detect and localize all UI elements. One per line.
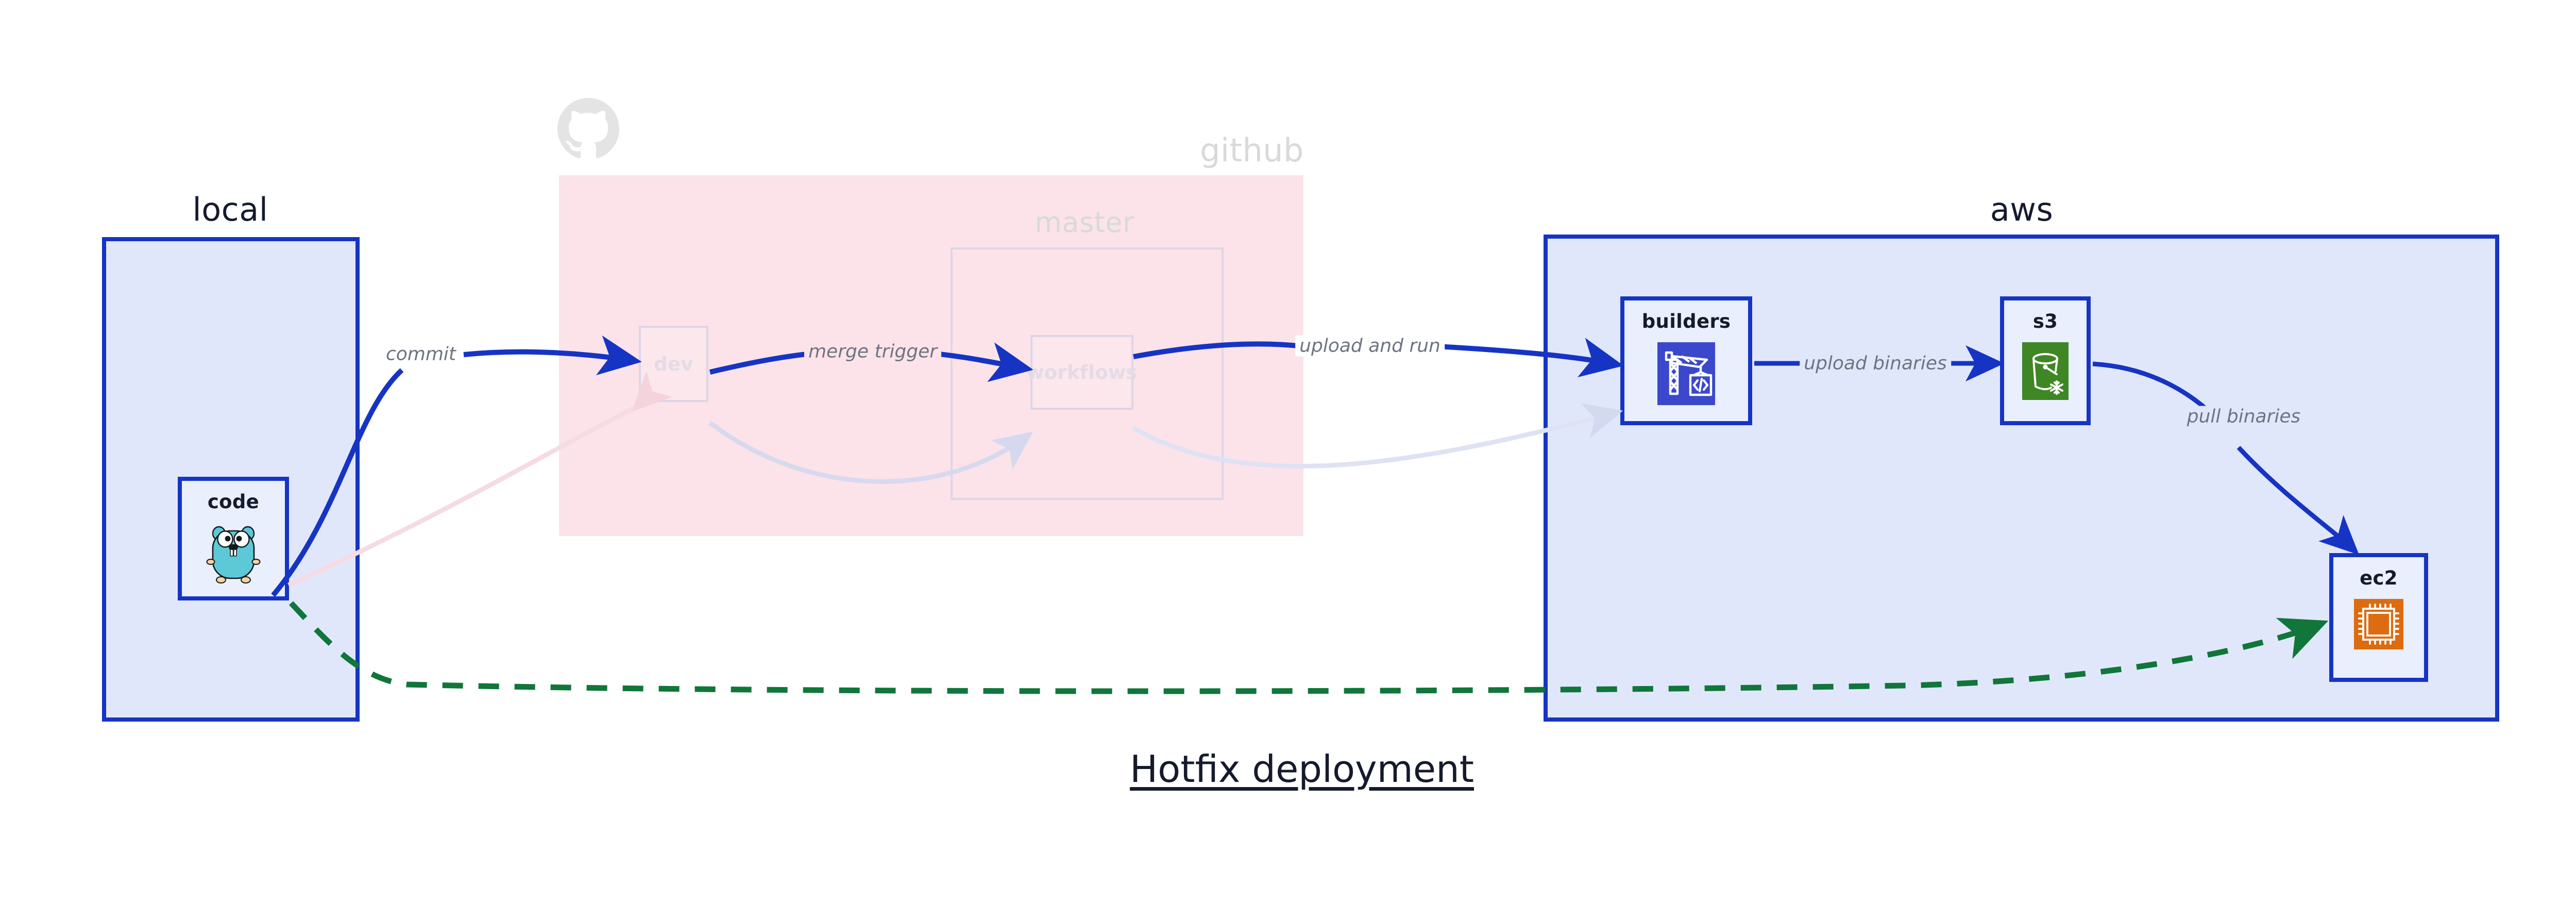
node-ec2-label: ec2 [2360, 567, 2398, 589]
node-dev[interactable]: dev [639, 326, 708, 402]
diagram-caption: Hotfix deployment [1130, 747, 1474, 791]
edge-label-merge-trigger: merge trigger [804, 341, 942, 362]
group-label-aws: aws [1990, 191, 2054, 228]
aws-ec2-icon [2354, 599, 2403, 652]
edge-label-commit: commit [381, 343, 461, 365]
branch-frame-master [951, 247, 1224, 500]
node-builders-label: builders [1641, 310, 1731, 332]
go-gopher-icon [206, 523, 261, 586]
node-workflows-label: workflows [1026, 361, 1138, 383]
node-code-label: code [207, 491, 260, 513]
aws-s3-glacier-icon [2022, 342, 2069, 402]
aws-codebuild-icon [1657, 342, 1715, 407]
node-code[interactable]: code [178, 477, 289, 600]
edge-label-upload-and-run: upload and run [1295, 335, 1445, 357]
node-dev-label: dev [654, 353, 693, 375]
edge-label-pull-binaries: pull binaries [2182, 406, 2305, 427]
node-workflows[interactable]: workflows [1026, 335, 1137, 410]
edge-label-upload-binaries: upload binaries [1800, 353, 1951, 374]
group-label-local: local [192, 191, 268, 228]
node-s3-label: s3 [2032, 310, 2058, 332]
github-octocat-icon [557, 98, 619, 159]
branch-label-master: master [1035, 206, 1134, 239]
node-builders[interactable]: builders [1620, 296, 1752, 425]
node-s3[interactable]: s3 [2000, 296, 2091, 425]
node-ec2[interactable]: ec2 [2329, 553, 2428, 682]
group-label-github: github [1200, 131, 1304, 169]
